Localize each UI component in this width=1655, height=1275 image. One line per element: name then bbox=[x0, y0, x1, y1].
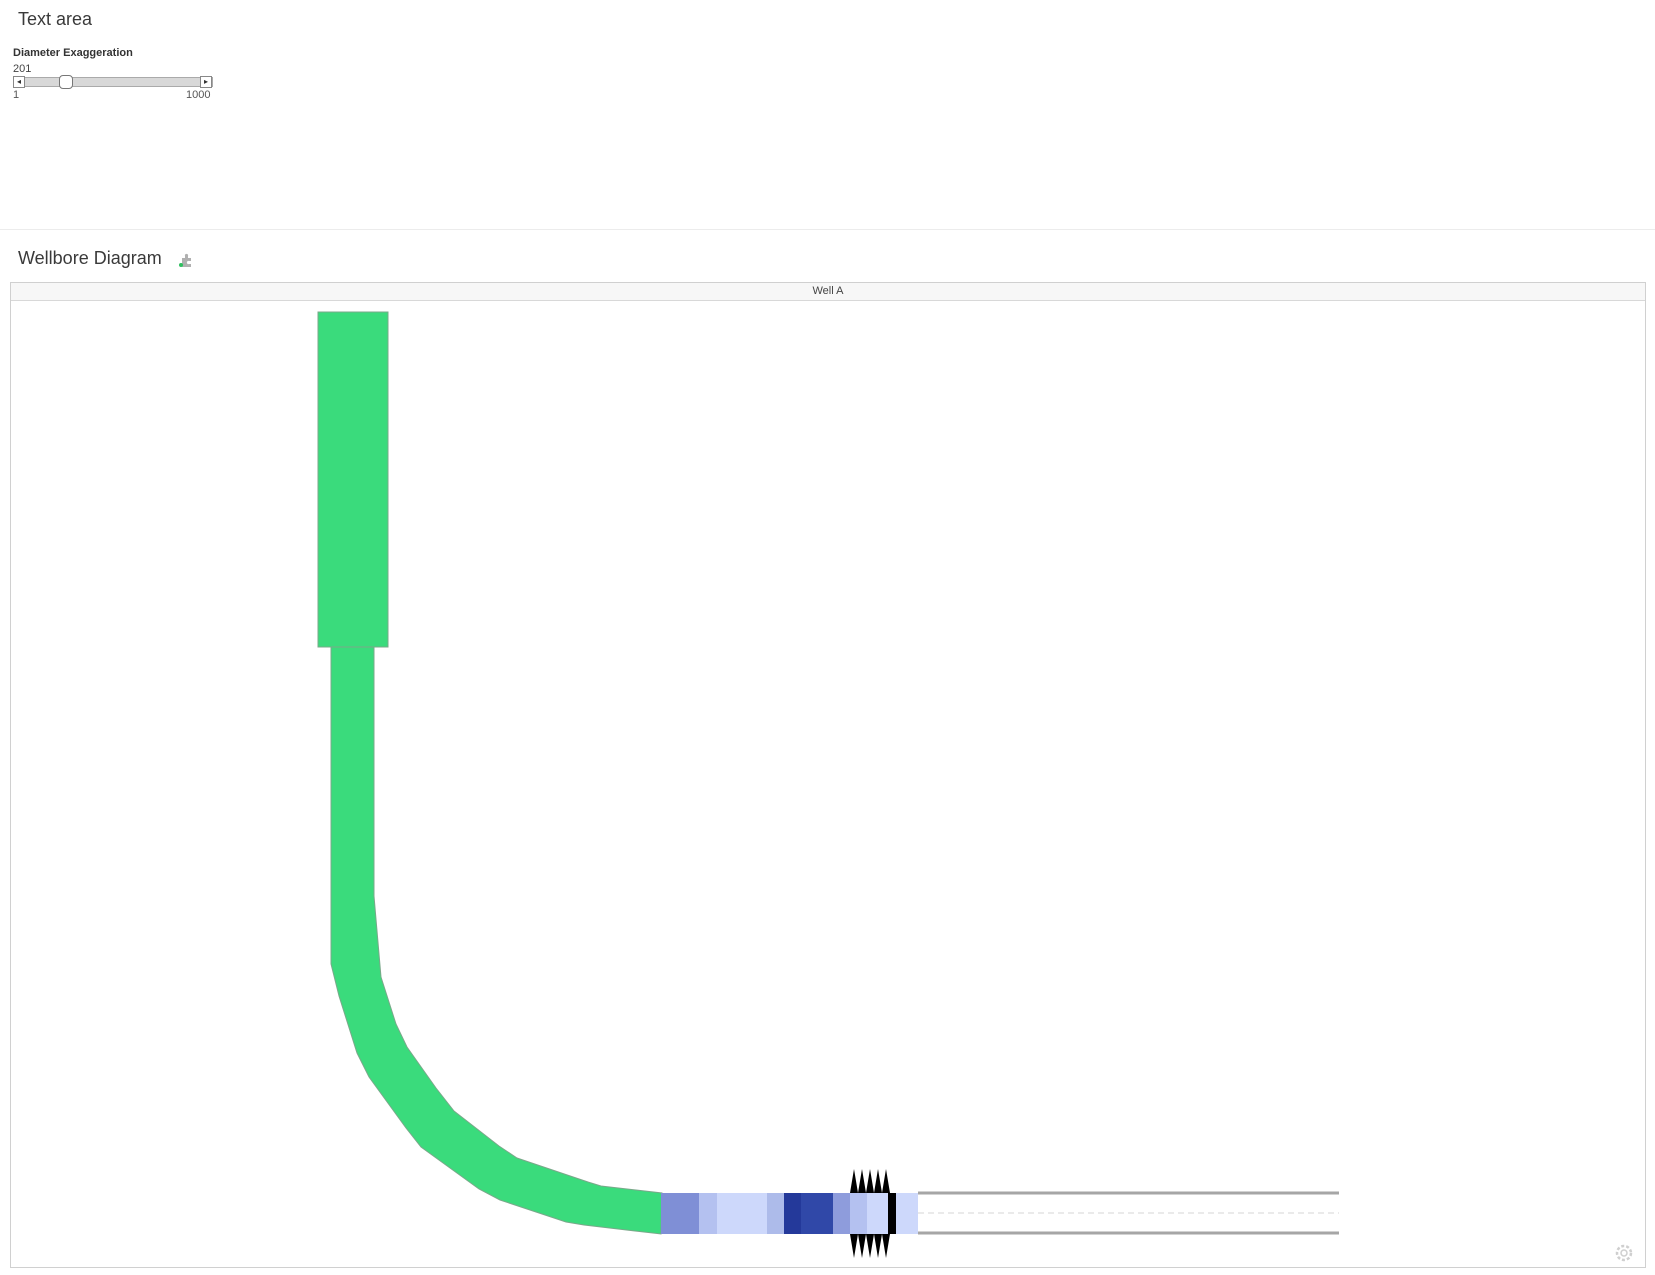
perforation-bottom-3 bbox=[866, 1234, 874, 1258]
zone-3 bbox=[717, 1193, 767, 1234]
zone-6 bbox=[801, 1193, 833, 1234]
surface-casing bbox=[317, 311, 389, 648]
wellbore-canvas bbox=[317, 311, 1339, 1258]
perforation-top-4 bbox=[874, 1169, 882, 1193]
zone-4 bbox=[767, 1193, 784, 1234]
slider-decrease-button[interactable]: ◂ bbox=[13, 76, 25, 88]
zone-9 bbox=[867, 1193, 888, 1234]
perforation-bottom-1 bbox=[850, 1234, 858, 1258]
perforation-top-2 bbox=[858, 1169, 866, 1193]
slider-value: 201 bbox=[13, 63, 32, 75]
zone-1 bbox=[661, 1193, 699, 1234]
diameter-exaggeration-slider[interactable] bbox=[13, 77, 213, 87]
perforation-top-1 bbox=[850, 1169, 858, 1193]
well-header: Well A bbox=[11, 283, 1645, 301]
perforation-top-5 bbox=[882, 1169, 890, 1193]
gear-icon[interactable] bbox=[1613, 1242, 1635, 1264]
slider-increase-button[interactable]: ▸ bbox=[200, 76, 212, 88]
zone-2 bbox=[699, 1193, 717, 1234]
zone-8 bbox=[850, 1193, 867, 1234]
slider-handle[interactable] bbox=[59, 75, 73, 89]
zone-7 bbox=[833, 1193, 850, 1234]
perforation-top-3 bbox=[866, 1169, 874, 1193]
perforation-markers bbox=[850, 1169, 890, 1258]
completion-zones bbox=[661, 1193, 918, 1234]
perforation-bottom-4 bbox=[874, 1234, 882, 1258]
slider-label: Diameter Exaggeration bbox=[13, 47, 133, 59]
panel-divider bbox=[0, 229, 1655, 230]
slider-min-label: 1 bbox=[13, 89, 20, 101]
perforation-bottom-2 bbox=[858, 1234, 866, 1258]
zone-11 bbox=[896, 1193, 918, 1234]
slider-max-label: 1000 bbox=[186, 89, 211, 101]
wellbore-diagram-title: Wellbore Diagram bbox=[18, 248, 162, 268]
text-area-title: Text area bbox=[18, 9, 93, 29]
zone-5 bbox=[784, 1193, 801, 1234]
production-casing bbox=[330, 646, 663, 1235]
puzzle-icon[interactable] bbox=[178, 251, 196, 269]
perforation-bottom-5 bbox=[882, 1234, 890, 1258]
zone-10 bbox=[888, 1193, 896, 1234]
wellbore-diagram: Well A bbox=[10, 282, 1646, 1268]
